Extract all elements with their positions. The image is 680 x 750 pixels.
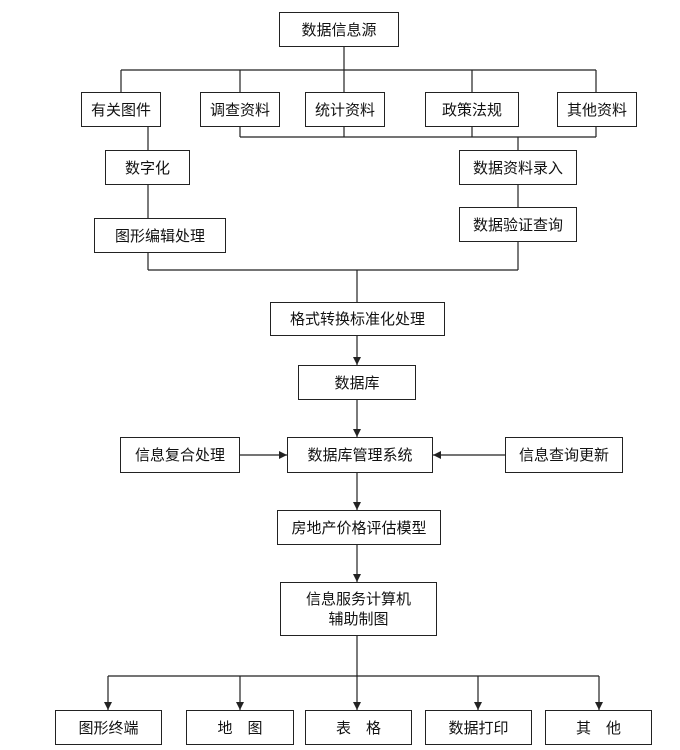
node-info-query-update: 信息查询更新 <box>505 437 623 473</box>
node-graphic-terminal: 图形终端 <box>55 710 162 745</box>
node-related-maps: 有关图件 <box>81 92 161 127</box>
node-map-output: 地 图 <box>186 710 294 745</box>
node-data-entry: 数据资料录入 <box>459 150 577 185</box>
node-info-composite: 信息复合处理 <box>120 437 240 473</box>
node-data-verification: 数据验证查询 <box>459 207 577 242</box>
node-info-service-cad: 信息服务计算机 辅助制图 <box>280 582 437 636</box>
node-other-data: 其他资料 <box>557 92 637 127</box>
node-data-print: 数据打印 <box>425 710 532 745</box>
node-policy-regulations: 政策法规 <box>425 92 519 127</box>
node-dbms: 数据库管理系统 <box>287 437 433 473</box>
node-statistical-data: 统计资料 <box>305 92 385 127</box>
node-digitization: 数字化 <box>105 150 190 185</box>
node-format-standardization: 格式转换标准化处理 <box>270 302 445 336</box>
node-data-source: 数据信息源 <box>279 12 399 47</box>
node-table-output: 表 格 <box>305 710 412 745</box>
node-database: 数据库 <box>298 365 416 400</box>
node-valuation-model: 房地产价格评估模型 <box>277 510 441 545</box>
node-graphic-editing: 图形编辑处理 <box>94 218 226 253</box>
node-other-output: 其 他 <box>545 710 652 745</box>
node-survey-data: 调查资料 <box>200 92 280 127</box>
